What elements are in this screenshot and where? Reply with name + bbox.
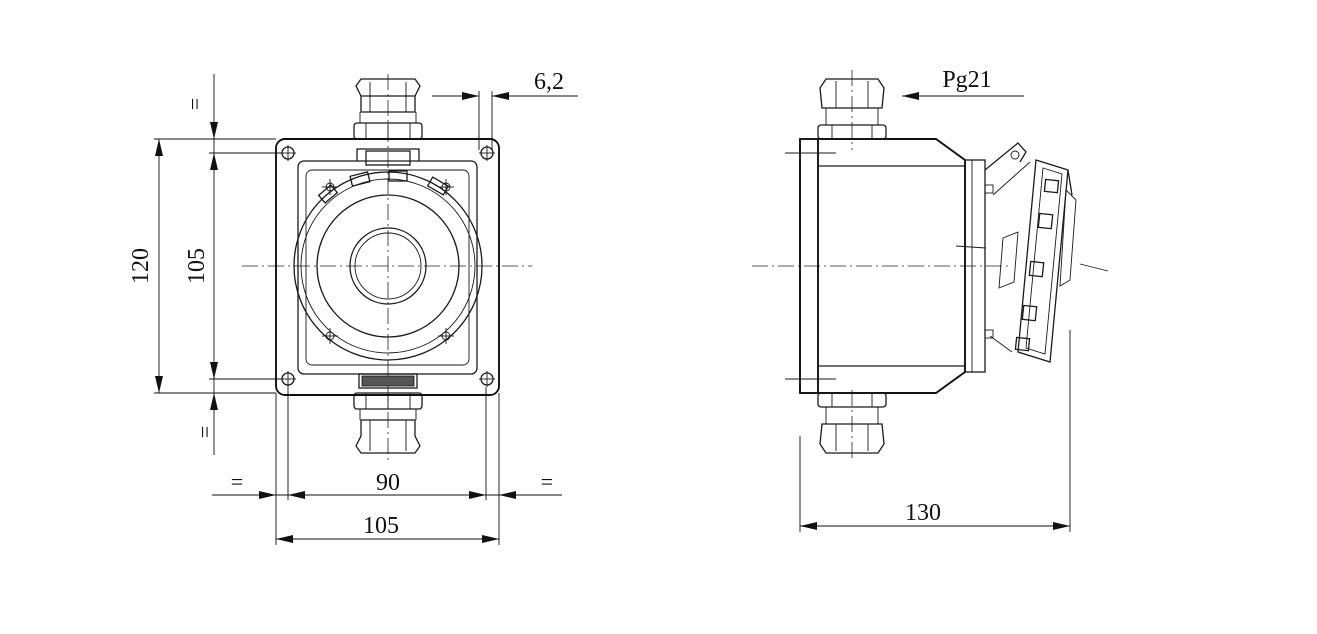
top-cable-gland [353,78,423,140]
side-dimensions: 130 Pg21 [799,67,1071,532]
dim-height-outer: 120 [128,248,154,284]
dim-depth: 130 [905,500,941,526]
housing-inner-frame [297,160,478,375]
equal-mark-bottom: = [192,426,217,438]
lid-hinge [356,148,420,166]
front-view [242,74,532,460]
socket-face [293,170,483,361]
dim-width-holes: 90 [376,470,400,496]
side-bottom-cable-gland [817,392,887,454]
dim-width-outer: 105 [363,513,399,539]
side-angled-socket [984,142,1109,363]
equal-mark-left: = [231,469,243,494]
gland-thread-label: Pg21 [942,67,991,93]
side-top-cable-gland [817,78,887,140]
side-housing [785,138,994,394]
dim-height-holes: 105 [184,248,210,284]
housing-outline [275,138,500,396]
equal-mark-right: = [541,469,553,494]
side-view [752,70,1109,458]
front-dimensions: 120 105 = = 90 = = 105 [128,69,578,545]
lid-latch [358,373,418,389]
dim-offset: 6,2 [534,69,564,95]
housing-inner-panel [305,169,470,366]
equal-mark-top: = [182,98,207,110]
